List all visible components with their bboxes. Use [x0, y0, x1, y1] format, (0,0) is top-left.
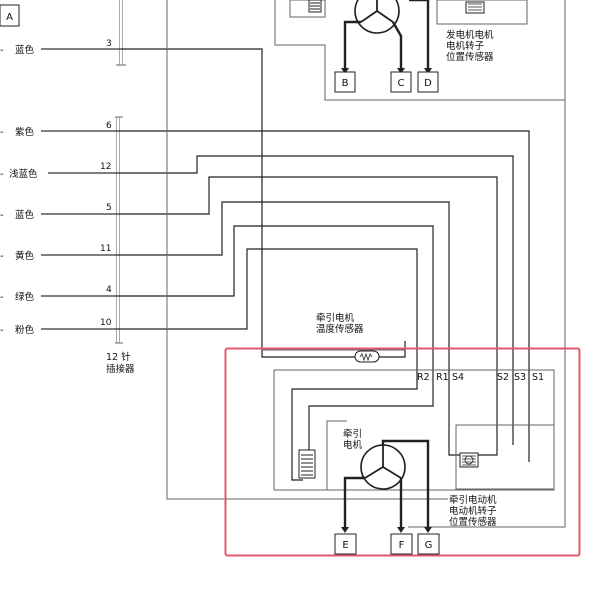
terminal-d: D: [417, 71, 439, 93]
terminal-b-label: B: [342, 78, 349, 89]
terminal-f-label: F: [399, 540, 405, 551]
pin-row-3: - 蓝色 3: [0, 39, 121, 56]
pin-row-5: - 蓝色 5: [0, 203, 118, 221]
signal-s2: S2: [497, 372, 509, 383]
pin-color-label: 浅蓝色: [9, 168, 38, 180]
pin-number: 11: [100, 244, 111, 254]
pin-row-4: - 绿色 4: [0, 285, 118, 303]
terminal-c: C: [390, 71, 412, 93]
svg-text:-: -: [0, 325, 4, 336]
traction-motor-icon: [360, 444, 406, 490]
pin-number: 12: [100, 162, 111, 172]
resolver-icon: [459, 452, 479, 468]
pin-row-12: - 浅蓝色 12: [0, 162, 118, 180]
temp-sensor: 牵引电机 温度传感器: [316, 312, 406, 363]
terminal-g-label: G: [425, 540, 433, 551]
signal-s1: S1: [532, 372, 544, 383]
wires: [118, 48, 530, 481]
pin-number: 10: [100, 318, 112, 328]
terminal-b: B: [334, 71, 356, 93]
terminal-e: E: [334, 533, 357, 555]
wire-pin-12: [118, 155, 514, 445]
svg-text:-: -: [0, 45, 4, 56]
pin-row-11: - 黄色 11: [0, 244, 118, 262]
rotor-sensor-line2: 电动机转子: [449, 505, 497, 517]
pin-color-label: 蓝色: [15, 44, 35, 56]
pin-number: 5: [106, 203, 112, 213]
highlight-box: [224, 347, 581, 557]
pin-color-label: 绿色: [15, 291, 35, 303]
motor-leads: [343, 439, 430, 529]
wire-pin-5: [118, 176, 498, 456]
wire-pin-10: [118, 248, 418, 481]
terminal-e-label: E: [342, 540, 348, 551]
signal-labels: R2 R1 S4 S2 S3 S1: [417, 372, 544, 383]
terminal-g: G: [417, 533, 440, 555]
connector-caption-line2: 插接器: [106, 363, 135, 375]
wire-pin-11: [118, 201, 466, 456]
generator-motor-icon: [354, 0, 400, 34]
pin-number: 6: [106, 121, 112, 131]
connector-caption-line1: 12 针: [106, 351, 131, 363]
stator-coil-icon: [298, 449, 316, 479]
generator-sensor-line1: 发电机电机: [446, 29, 494, 41]
wire-pin-4: [118, 225, 434, 450]
pin-color-label: 紫色: [15, 126, 35, 138]
motor-label-line1: 牵引: [343, 429, 362, 440]
temp-sensor-line2: 温度传感器: [316, 323, 364, 335]
generator-sensor-line2: 电机转子: [446, 40, 485, 52]
signal-s4: S4: [452, 372, 464, 383]
top-left-terminal-label: A: [6, 12, 13, 23]
generator-sensor-line3: 位置传感器: [446, 51, 494, 63]
pin-row-6: - 紫色 6: [0, 121, 118, 138]
motor-label-line2: 电机: [343, 439, 363, 451]
pin-row-10: - 粉色 10: [0, 318, 118, 336]
rotor-sensor-line3: 位置传感器: [449, 516, 497, 528]
pin-color-label: 蓝色: [15, 209, 35, 221]
terminal-c-label: C: [398, 78, 405, 89]
terminal-d-label: D: [424, 78, 432, 89]
pin-number: 3: [106, 39, 112, 49]
thermistor-icon: [354, 350, 380, 363]
rotor-sensor-line1: 牵引电动机: [449, 494, 497, 506]
generator-section: 发电机电机 电机转子 位置传感器: [289, 0, 528, 74]
coil-icon: [308, 0, 322, 13]
frames: [166, 0, 566, 528]
connector-12pin: 12 针 插接器: [106, 0, 135, 375]
signal-s3: S3: [514, 372, 526, 383]
svg-text:-: -: [0, 251, 4, 262]
svg-text:-: -: [0, 169, 4, 180]
svg-text:-: -: [0, 127, 4, 138]
generator-leads: [343, 0, 430, 70]
svg-text:-: -: [0, 292, 4, 303]
wire-pin-6: [118, 130, 530, 462]
resolver-icon: [465, 1, 485, 14]
pin-color-label: 黄色: [15, 250, 35, 262]
wire-pin-3: [121, 48, 355, 358]
signal-r2: R2: [417, 372, 430, 383]
signal-r1: R1: [436, 372, 449, 383]
svg-text:-: -: [0, 210, 4, 221]
top-left-terminal: A: [0, 4, 20, 27]
terminal-f: F: [390, 533, 413, 555]
temp-sensor-line1: 牵引电机: [316, 312, 355, 324]
traction-motor-section: 牵引 电机 牵引电动机 电动机转子 位置传感器: [298, 429, 497, 533]
pin-color-label: 粉色: [15, 324, 35, 336]
pin-number: 4: [106, 285, 112, 295]
